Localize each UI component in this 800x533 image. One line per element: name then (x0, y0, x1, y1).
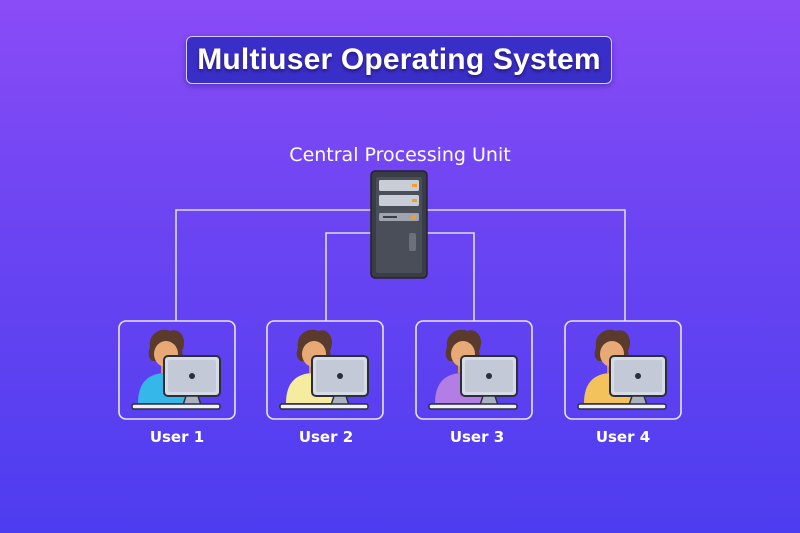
card-frame (118, 320, 236, 420)
user-label-3: User 3 (449, 428, 505, 446)
user-label-2: User 2 (298, 428, 354, 446)
user-at-computer-icon (131, 329, 221, 410)
user-card-2 (266, 320, 384, 420)
connector-user-2 (325, 232, 372, 321)
page-title: Multiuser Operating System (197, 43, 601, 76)
user-label-1: User 1 (149, 428, 205, 446)
user-card-4 (564, 320, 682, 420)
user-at-computer-icon (577, 329, 667, 410)
user-at-computer-icon (428, 329, 518, 410)
card-frame (415, 320, 533, 420)
card-frame (266, 320, 384, 420)
card-frame (564, 320, 682, 420)
connector-user-1 (175, 209, 372, 321)
user-card-1 (118, 320, 236, 420)
connector-user-3 (426, 232, 475, 321)
user-label-4: User 4 (595, 428, 651, 446)
connector-user-4 (426, 209, 626, 321)
server-icon (370, 170, 428, 279)
connector-lines (175, 209, 626, 321)
user-at-computer-icon (279, 329, 369, 410)
cpu-label: Central Processing Unit (289, 144, 511, 166)
title-box: Multiuser Operating System (186, 36, 612, 84)
user-card-3 (415, 320, 533, 420)
